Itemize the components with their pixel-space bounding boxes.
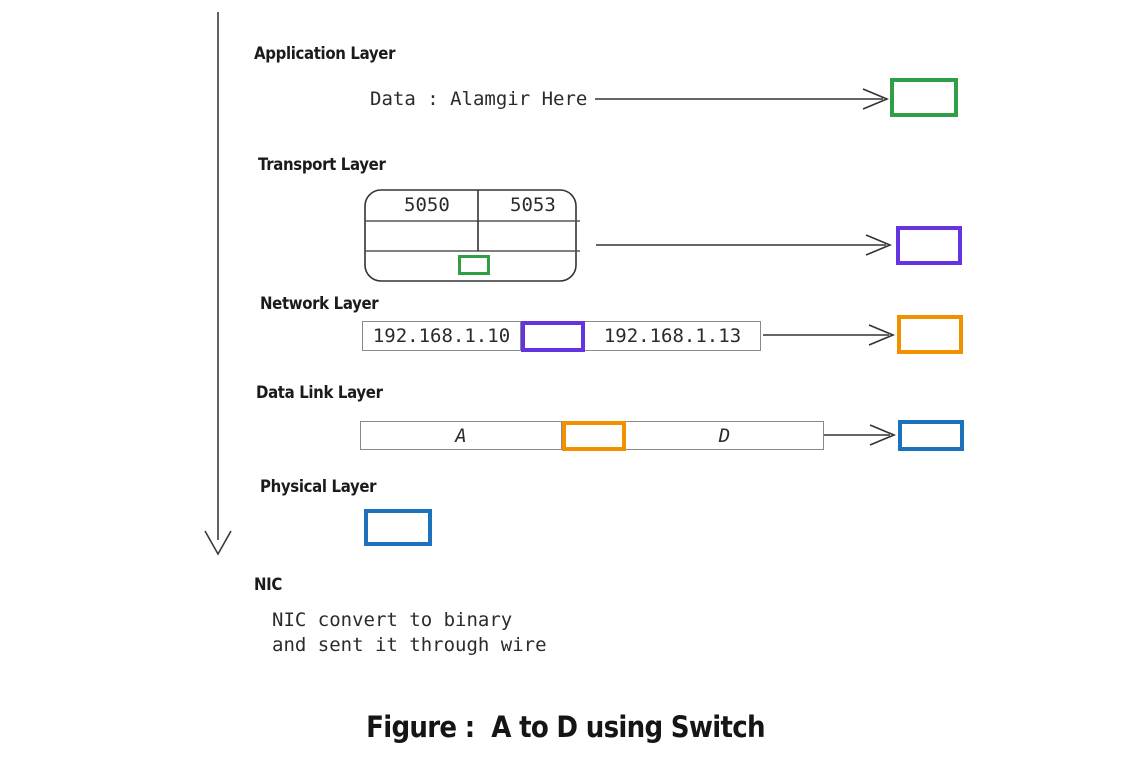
- transport-source-port: 5050: [404, 194, 450, 216]
- datalink-connector-arrow: [824, 424, 897, 446]
- datalink-source-mac: A: [361, 422, 562, 449]
- application-payload-text: Data : Alamgir Here: [370, 88, 588, 110]
- heading-network-layer: Network Layer: [260, 294, 379, 314]
- network-packet-box: [897, 315, 963, 354]
- downward-encapsulation-arrow: [204, 12, 232, 556]
- nic-note-line-2: and sent it through wire: [272, 634, 547, 656]
- transport-connector-arrow: [596, 234, 893, 256]
- transport-segment-box: [896, 226, 962, 265]
- application-pdu-box: [890, 78, 958, 117]
- transport-destination-port: 5053: [510, 194, 556, 216]
- datalink-destination-mac: D: [626, 422, 823, 449]
- application-connector-arrow: [595, 88, 890, 110]
- heading-physical-layer: Physical Layer: [260, 477, 377, 497]
- heading-application-layer: Application Layer: [254, 44, 396, 64]
- heading-data-link-layer: Data Link Layer: [256, 383, 383, 403]
- network-source-ip: 192.168.1.10: [363, 322, 521, 350]
- figure-caption: Figure : A to D using Switch: [366, 710, 765, 744]
- heading-transport-layer: Transport Layer: [258, 155, 386, 175]
- network-connector-arrow: [763, 324, 896, 346]
- network-embedded-transport-box: [521, 320, 585, 352]
- physical-bits-box: [364, 509, 432, 546]
- datalink-frame-box: [898, 420, 964, 451]
- datalink-frame-row: A D: [360, 420, 824, 451]
- heading-nic: NIC: [254, 575, 283, 595]
- network-packet-row: 192.168.1.10 192.168.1.13: [362, 320, 761, 352]
- nic-note-line-1: NIC convert to binary: [272, 609, 513, 631]
- transport-segment-diagram: [364, 189, 580, 282]
- network-destination-ip: 192.168.1.13: [585, 322, 760, 350]
- transport-embedded-application-box: [458, 255, 490, 275]
- datalink-embedded-network-box: [562, 420, 626, 451]
